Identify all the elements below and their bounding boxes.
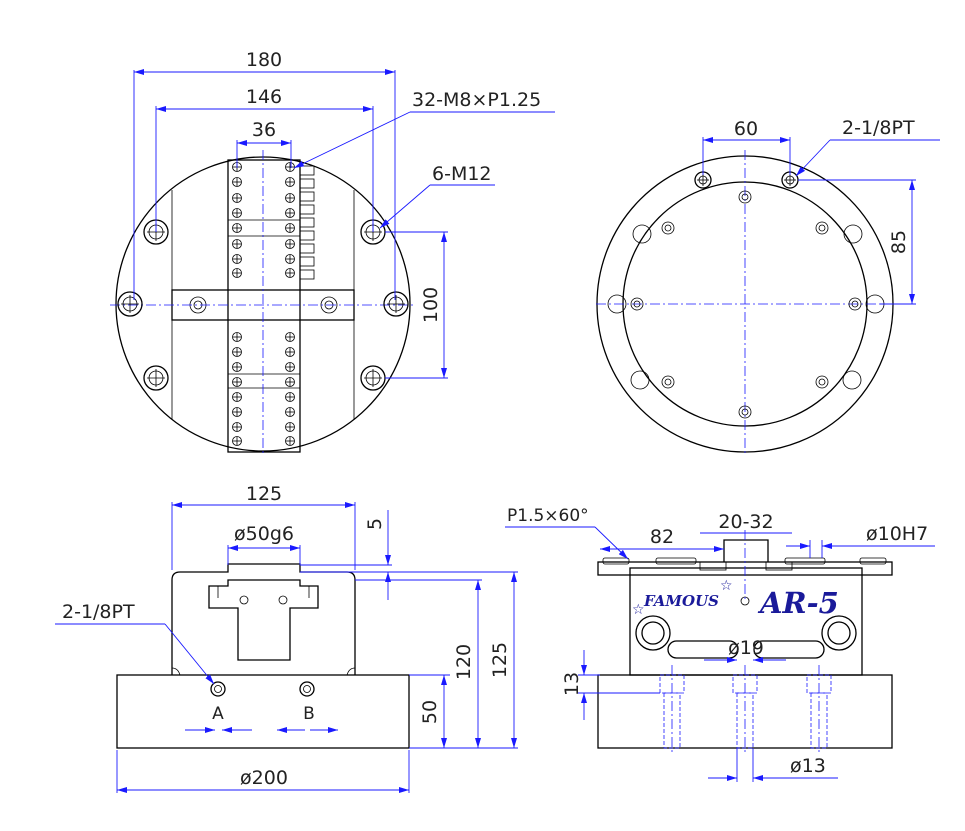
- dim-5: 5: [364, 518, 386, 530]
- slot-mark: [299, 230, 315, 241]
- model-ar5: AR-5: [757, 586, 839, 620]
- slot-mark: [299, 243, 315, 254]
- brand-famous: FAMOUS: [643, 592, 719, 610]
- star-icon-1: ☆: [720, 578, 733, 594]
- bottom-right-view: FAMOUS AR-5 ☆ ☆ P1.5×60° 82 20-32 ø10H7 …: [505, 506, 935, 782]
- threaded-hole: [285, 347, 295, 357]
- port-a-hole: [210, 681, 226, 697]
- threaded-hole: [232, 332, 242, 342]
- threaded-hole: [232, 422, 242, 432]
- slot-mark: [299, 191, 315, 202]
- threaded-hole: [285, 268, 295, 278]
- slot-mark: [299, 204, 315, 215]
- port-a-label: A: [212, 704, 224, 724]
- jaw-slot: [227, 159, 301, 453]
- threaded-hole: [285, 407, 295, 417]
- base-block: [116, 674, 410, 749]
- jaw-profile: [208, 579, 319, 661]
- threaded-hole: [285, 332, 295, 342]
- threaded-holes: [232, 162, 315, 446]
- slot-mark: [299, 256, 315, 267]
- slot-mark: [299, 178, 315, 189]
- top-right-view: 60 2-1/8PT 85: [596, 117, 940, 456]
- dim-19: ø19: [728, 637, 764, 659]
- threaded-hole: [285, 436, 295, 446]
- threaded-hole: [232, 347, 242, 357]
- callout-2-1-8pt-top: 2-1/8PT: [842, 117, 915, 139]
- threaded-hole: [285, 377, 295, 387]
- threaded-hole: [232, 436, 242, 446]
- main-body: [171, 563, 356, 675]
- threaded-hole: [232, 362, 242, 372]
- dim-50: 50: [419, 700, 441, 724]
- inner-holes: [630, 190, 862, 419]
- threaded-hole: [232, 193, 242, 203]
- threaded-hole: [285, 177, 295, 187]
- dim-50g6: ø50g6: [234, 523, 294, 545]
- slot-mark: [299, 217, 315, 228]
- dim-85: 85: [888, 230, 910, 254]
- dim-146: 146: [246, 86, 282, 108]
- threaded-hole: [232, 377, 242, 387]
- dim-36: 36: [252, 119, 276, 141]
- threaded-hole: [285, 223, 295, 233]
- dim-125-height: 125: [489, 642, 511, 678]
- bottom-left-view: A B 125 ø50g6 5 120 125 50 2-1/8PT: [55, 483, 518, 793]
- slot-mark: [299, 269, 315, 280]
- callout-thread: P1.5×60°: [507, 506, 589, 526]
- threaded-hole: [232, 392, 242, 402]
- star-icon-2: ☆: [632, 602, 645, 618]
- dim-60: 60: [734, 118, 758, 140]
- dim-82: 82: [650, 526, 674, 548]
- threaded-hole: [285, 193, 295, 203]
- threaded-hole: [285, 362, 295, 372]
- threaded-hole: [232, 239, 242, 249]
- callout-32-m8: 32-M8×P1.25: [412, 89, 541, 111]
- threaded-hole: [232, 177, 242, 187]
- ring-holes: [607, 224, 885, 390]
- dim-100: 100: [420, 287, 442, 323]
- dim-10h7: ø10H7: [866, 523, 928, 545]
- threaded-hole: [232, 223, 242, 233]
- top-left-view: 180 146 36 32-M8×P1.25 6-M12 100: [110, 49, 555, 455]
- mounting-bolts: [659, 665, 832, 755]
- dim-20-32: 20-32: [718, 511, 773, 533]
- dim-125-width: 125: [246, 483, 282, 505]
- dim-200: ø200: [240, 767, 288, 789]
- dim-120: 120: [453, 644, 475, 680]
- threaded-hole: [285, 239, 295, 249]
- port-b-hole: [299, 681, 315, 697]
- threaded-hole: [285, 208, 295, 218]
- callout-6-m12: 6-M12: [432, 163, 492, 185]
- air-port-holes: [694, 171, 799, 189]
- callout-2-1-8pt-side: 2-1/8PT: [62, 601, 135, 623]
- slot-mark: [299, 165, 315, 176]
- threaded-hole: [232, 268, 242, 278]
- threaded-hole: [285, 392, 295, 402]
- port-b-label: B: [303, 704, 315, 724]
- threaded-hole: [232, 407, 242, 417]
- threaded-hole: [232, 254, 242, 264]
- dim-180: 180: [246, 49, 282, 71]
- threaded-hole: [232, 208, 242, 218]
- dim-13-height: 13: [561, 672, 583, 696]
- dim-13-bore: ø13: [790, 755, 826, 777]
- threaded-hole: [285, 422, 295, 432]
- threaded-hole: [285, 254, 295, 264]
